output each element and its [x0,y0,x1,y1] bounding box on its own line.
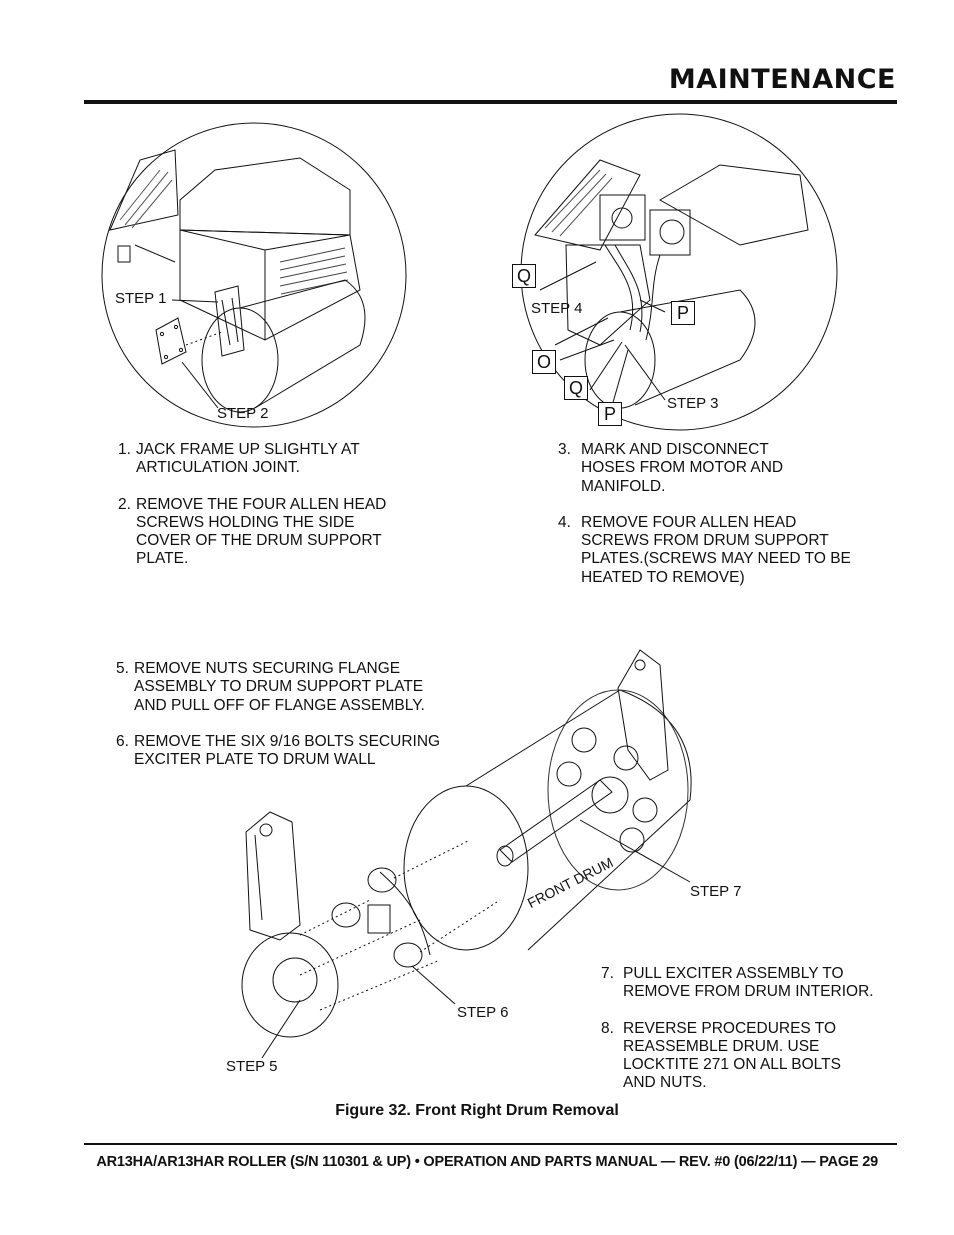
top-right-detail [521,114,837,430]
callout-letter-p-top: P [671,301,695,325]
instruction-text: REMOVE THE SIX 9/16 BOLTS SECURING EXCIT… [134,732,441,769]
exploded-drum-view [242,650,691,1058]
footer-rule [84,1143,897,1145]
header-rule [84,100,897,104]
callout-step-6: STEP 6 [457,1004,509,1021]
instruction-text: MARK AND DISCONNECT HOSES FROM MOTOR AND… [581,441,784,495]
page-title: MAINTENANCE [668,64,896,95]
top-left-detail [102,123,406,427]
instruction-text: REMOVE THE FOUR ALLEN HEAD SCREWS HOLDIN… [136,495,387,568]
callout-letter-p-bottom: P [598,402,622,426]
page-footer: AR13HA/AR13HAR ROLLER (S/N 110301 & UP) … [96,1154,878,1170]
instruction-text: REMOVE NUTS SECURING FLANGE ASSEMBLY TO … [134,660,425,714]
callout-letter-o: O [532,350,556,374]
instruction-text: REMOVE FOUR ALLEN HEAD SCREWS FROM DRUM … [581,513,851,586]
instruction-item: 5. REMOVE NUTS SECURING FLANGE ASSEMBLY … [116,660,476,715]
instructions-bottom-right: 7. PULL EXCITER ASSEMBLY TO REMOVE FROM … [601,965,901,1111]
instruction-item: 8. REVERSE PROCEDURES TO REASSEMBLE DRUM… [601,1020,901,1093]
figure-caption: Figure 32. Front Right Drum Removal [335,1102,619,1119]
instructions-mid-left: 5. REMOVE NUTS SECURING FLANGE ASSEMBLY … [116,660,476,787]
callout-step-4: STEP 4 [531,300,583,317]
instruction-number: 1. [118,441,131,458]
instruction-number: 5. [116,660,129,677]
callout-step-3: STEP 3 [667,395,719,412]
instruction-item: 7. PULL EXCITER ASSEMBLY TO REMOVE FROM … [601,965,901,1002]
callout-step-1: STEP 1 [115,290,167,307]
instruction-text: PULL EXCITER ASSEMBLY TO REMOVE FROM DRU… [623,965,874,1001]
instructions-top-left: 1. JACK FRAME UP SLIGHTLY AT ARTICULATIO… [118,441,418,587]
instruction-item: 2. REMOVE THE FOUR ALLEN HEAD SCREWS HOL… [118,496,418,569]
instruction-number: 2. [118,495,131,513]
instruction-number: 4. [558,513,571,531]
instructions-top-right: 3. MARK AND DISCONNECT HOSES FROM MOTOR … [558,441,878,605]
instruction-number: 8. [601,1019,614,1037]
instruction-item: 3. MARK AND DISCONNECT HOSES FROM MOTOR … [558,441,878,496]
instruction-text: REVERSE PROCEDURES TO REASSEMBLE DRUM. U… [623,1019,841,1092]
instruction-number: 7. [601,965,614,982]
instruction-item: 1. JACK FRAME UP SLIGHTLY AT ARTICULATIO… [118,441,418,478]
instruction-number: 6. [116,732,129,750]
callout-letter-q-bottom: Q [564,376,588,400]
instruction-item: 6. REMOVE THE SIX 9/16 BOLTS SECURING EX… [116,733,476,770]
instruction-number: 3. [558,441,571,458]
instruction-text: JACK FRAME UP SLIGHTLY AT ARTICULATION J… [136,441,360,477]
callout-letter-q-top: Q [512,264,536,288]
instruction-item: 4. REMOVE FOUR ALLEN HEAD SCREWS FROM DR… [558,514,878,587]
callout-step-5: STEP 5 [226,1058,278,1075]
callout-step-2: STEP 2 [217,405,269,422]
callout-step-7: STEP 7 [690,883,742,900]
